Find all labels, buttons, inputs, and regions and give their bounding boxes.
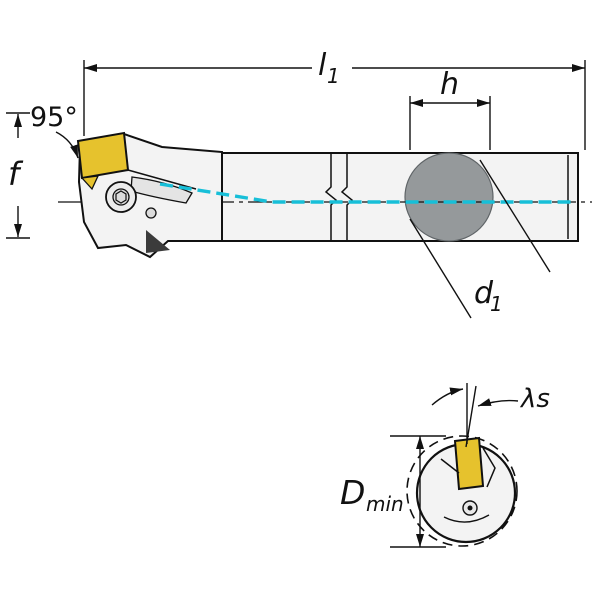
clamp-lever: [130, 176, 193, 204]
dim-d1-label: d: [474, 276, 494, 311]
insert: [76, 131, 130, 180]
pocket-edge: [127, 169, 197, 190]
lambda-inclined-line: [465, 385, 477, 448]
end-view: λs D min: [340, 383, 550, 548]
insert-end: [453, 436, 485, 491]
torx-socket-icon: [115, 190, 127, 204]
d1-tangent-upper: [479, 159, 551, 273]
dim-d1-subscript: 1: [490, 292, 503, 316]
shank-section-circle: [404, 152, 494, 242]
tool-head: [76, 131, 223, 259]
dim-l1-subscript: 1: [327, 64, 340, 88]
insert-corner-facet: [80, 175, 100, 191]
pivot-pin: [145, 207, 157, 219]
dim-dmin-label: D: [340, 473, 365, 512]
tool-shank: [221, 152, 579, 242]
clamp-edge-end: [482, 447, 496, 488]
break-line: [324, 153, 338, 241]
dim-dmin-subscript: min: [366, 492, 404, 516]
dmin-bore-circle: [406, 435, 518, 547]
d1-tangent-lower: [409, 218, 472, 319]
lambda-leader-arrow: [477, 398, 519, 407]
dim-h-label: h: [440, 67, 459, 102]
head-shadow: [146, 230, 170, 253]
screw-center-dot: [467, 505, 473, 511]
entering-angle-label: 95°: [30, 102, 78, 133]
inclination-angle-label: λs: [519, 384, 550, 414]
coolant-channel: [159, 182, 572, 204]
lambda-arc-arrow: [431, 387, 464, 406]
pocket-edge-end: [440, 458, 460, 474]
side-dimensions: [6, 60, 586, 319]
dim-f-label: f: [8, 155, 24, 193]
side-view: l 1 h 95° f d 1: [6, 48, 592, 319]
break-line: [340, 153, 354, 241]
body-detail-arc: [443, 514, 490, 523]
angle-arrow: [55, 131, 79, 159]
dim-l1-label: l: [318, 48, 327, 83]
